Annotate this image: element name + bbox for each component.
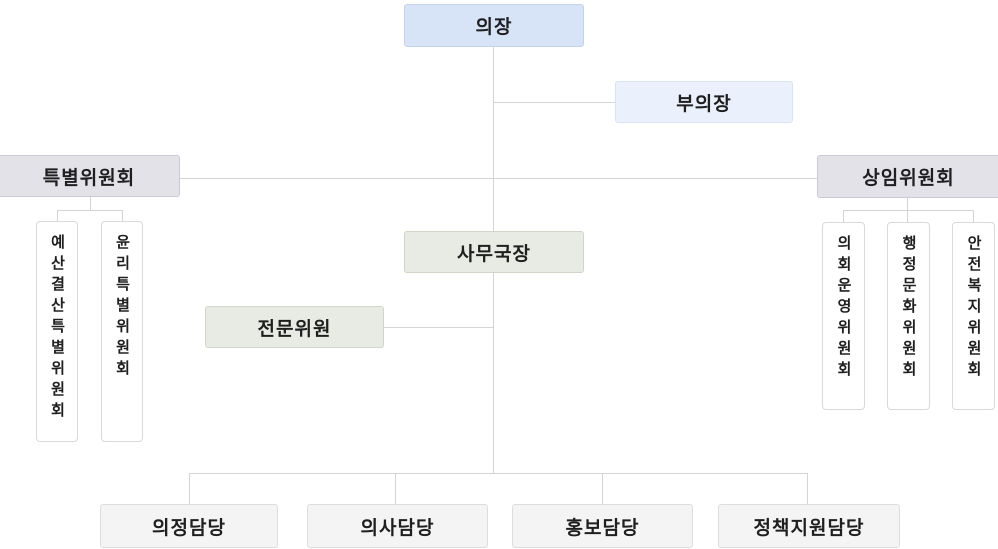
connector-department-2 (395, 473, 396, 504)
node-chairman: 의장 (404, 4, 584, 47)
connector-special-drop (90, 197, 91, 211)
connector-departments (189, 473, 808, 474)
connector-standing-branch (843, 210, 974, 211)
node-special-committee: 특별위원회 (0, 155, 180, 197)
connector-standing-sub-1 (843, 210, 844, 223)
node-standing-committee: 상임위원회 (817, 155, 998, 198)
node-subcommittee-budget: 예산결산특별위원회 (36, 221, 78, 442)
connector-standing-sub-3 (973, 210, 974, 223)
connector-committees (180, 178, 817, 179)
node-subcommittee-admin-culture: 행정문화위원회 (887, 222, 930, 410)
connector-special-sub-2 (122, 210, 123, 222)
node-department-policy-support: 정책지원담당 (718, 504, 900, 548)
connector-department-3 (602, 473, 603, 504)
node-department-proceedings: 의사담당 (307, 504, 488, 548)
node-department-public-relations: 홍보담당 (512, 504, 693, 548)
connector-standing-sub-2 (907, 210, 908, 223)
connector-standing-drop (907, 198, 908, 211)
connector-department-1 (189, 473, 190, 504)
connector-department-4 (807, 473, 808, 504)
connector-expert-member (384, 327, 494, 328)
connector-vice-chairman (493, 102, 616, 103)
node-secretary-general: 사무국장 (404, 231, 584, 273)
connector-special-sub-1 (57, 210, 58, 222)
node-department-council-affairs: 의정담당 (100, 504, 278, 548)
node-vice-chairman: 부의장 (615, 81, 793, 123)
node-subcommittee-ethics: 윤리특별위원회 (101, 221, 143, 442)
node-subcommittee-operation: 의회운영위원회 (822, 222, 865, 410)
node-expert-member: 전문위원 (205, 306, 384, 348)
connector-special-branch (57, 210, 123, 211)
node-subcommittee-safety-welfare: 안전복지위원회 (952, 222, 995, 410)
